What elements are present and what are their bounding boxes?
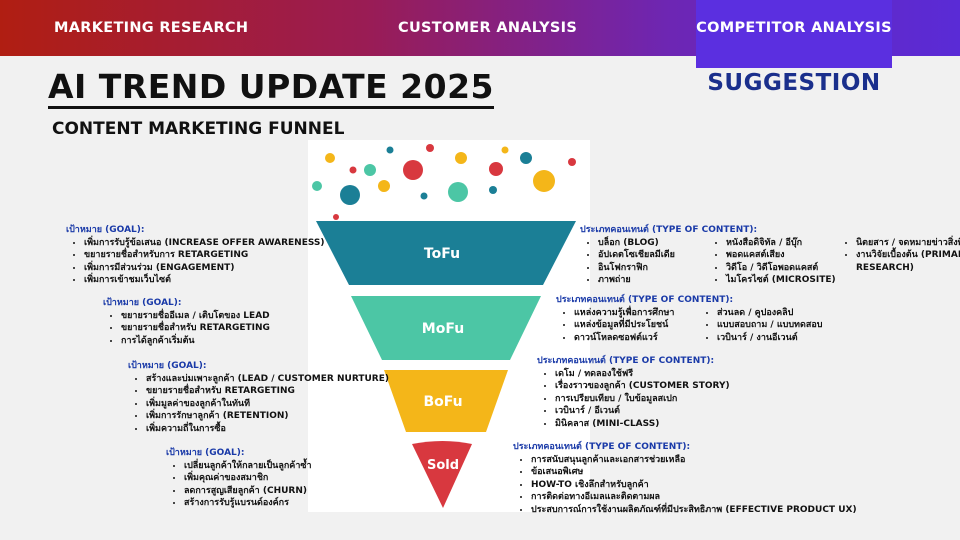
confetti-dot: [340, 185, 360, 205]
confetti-dot: [489, 162, 503, 176]
confetti-dots: [312, 144, 576, 220]
list-item: หนังสือดิจิทัล / อีบุ๊ก: [726, 237, 828, 250]
content-heading: ประเภทคอนเทนต์ (TYPE OF CONTENT):: [580, 225, 758, 235]
nav-competitor-analysis[interactable]: COMPETITOR ANALYSIS: [696, 0, 892, 56]
sold-stage: [412, 441, 472, 508]
list-item: แบบสอบถาม / แบบทดสอบ: [717, 319, 822, 332]
content-heading: ประเภทคอนเทนต์ (TYPE OF CONTENT):: [537, 356, 715, 366]
list-item: เพิ่มการรักษาลูกค้า (RETENTION): [146, 410, 389, 423]
list-item: เวบินาร์ / งานอีเวนต์: [717, 332, 822, 345]
list-item: บล็อก (BLOG): [598, 237, 698, 250]
sold-label: Sold: [427, 458, 459, 473]
content-heading: ประเภทคอนเทนต์ (TYPE OF CONTENT):: [556, 295, 734, 305]
list-item: เพิ่มคุณค่าของสมาชิก: [184, 472, 312, 485]
page-title: AI TREND UPDATE 2025: [48, 68, 495, 109]
list-item: ส่วนลด / คูปองคลิป: [717, 307, 822, 320]
list-item: เพิ่มการเข้าชมเว็บไซต์: [84, 274, 325, 287]
list-item: วิดีโอ / วิดีโอพอดแคสต์: [726, 262, 828, 275]
goal-heading: เป้าหมาย (GOAL):: [128, 361, 207, 371]
list-item: การเปรียบเทียบ / ใบข้อมูลสเปก: [555, 393, 730, 406]
list-item: ไมโครไซต์ (MICROSITE): [726, 274, 836, 287]
list-item: เพิ่มมูลค่าของลูกค้าในทันที: [146, 398, 389, 411]
list-item: งานวิจัยเบื้องต้น (PRIMARY: [856, 249, 960, 262]
list-item: การติดต่อทางอีเมลและติดตามผล: [531, 491, 857, 504]
list-item: ข้อเสนอพิเศษ: [531, 466, 857, 479]
goal-heading: เป้าหมาย (GOAL):: [103, 298, 182, 308]
list-item: เวบินาร์ / อีเวนต์: [555, 405, 730, 418]
confetti-dot: [403, 160, 423, 180]
list-item: สร้างการรับรู้แบรนด์องค์กร: [184, 497, 312, 510]
list-item: ลดการสูญเสียลูกค้า (CHURN): [184, 485, 312, 498]
content-block-mofu: ประเภทคอนเทนต์ (TYPE OF CONTENT): แหล่งค…: [556, 294, 822, 344]
list-item: การได้ลูกค้าเริ่มต้น: [121, 335, 270, 348]
tofu-stage: [316, 221, 576, 285]
confetti-dot: [501, 146, 509, 154]
confetti-dot: [520, 152, 532, 164]
confetti-dot: [325, 153, 335, 163]
mofu-label: MoFu: [422, 321, 464, 337]
goal-block-mofu: เป้าหมาย (GOAL): ขยายรายชื่ออีเมล / เติบ…: [103, 297, 270, 347]
list-item: ภาพถ่าย: [598, 274, 698, 287]
list-item: RESEARCH): [856, 262, 914, 273]
list-item: อัปเดตโซเชียลมีเดีย: [598, 249, 698, 262]
confetti-dot: [455, 152, 467, 164]
goal-block-tofu: เป้าหมาย (GOAL): เพิ่มการรับรู้ข้อเสนอ (…: [66, 224, 325, 287]
mofu-stage: [351, 296, 541, 360]
list-item: การสนับสนุนลูกค้าและเอกสารช่วยเหลือ: [531, 454, 857, 467]
list-item: เพิ่มการรับรู้ข้อเสนอ (INCREASE OFFER AW…: [84, 237, 325, 250]
list-item: เดโม / ทดลองใช้ฟรี: [555, 368, 730, 381]
list-item: ขยายรายชื่อสำหรับ RETARGETING: [146, 385, 389, 398]
list-item: แหล่งความรู้เพื่อการศึกษา: [574, 307, 689, 320]
confetti-dot: [349, 166, 357, 174]
goal-block-bofu: เป้าหมาย (GOAL): สร้างและบ่มเพาะลูกค้า (…: [128, 360, 389, 436]
confetti-dot: [568, 158, 576, 166]
list-item: อินโฟกราฟิก: [598, 262, 698, 275]
content-block-tofu: ประเภทคอนเทนต์ (TYPE OF CONTENT): บล็อก …: [580, 224, 960, 287]
list-item: มินิคลาส (MINI-CLASS): [555, 418, 730, 431]
goal-heading: เป้าหมาย (GOAL):: [66, 225, 145, 235]
confetti-dot: [333, 214, 339, 220]
list-item: ประสบการณ์การใช้งานผลิตภัณฑ์ที่มีประสิทธ…: [531, 504, 857, 517]
goal-block-sold: เป้าหมาย (GOAL): เปลี่ยนลูกค้าให้กลายเป็…: [166, 447, 312, 510]
content-block-bofu: ประเภทคอนเทนต์ (TYPE OF CONTENT): เดโม /…: [537, 355, 730, 431]
confetti-dot: [386, 146, 394, 154]
confetti-dot: [420, 192, 428, 200]
suggestion-label[interactable]: SUGGESTION: [707, 70, 881, 96]
confetti-dot: [378, 180, 390, 192]
list-item: แหล่งข้อมูลที่มีประโยชน์: [574, 319, 689, 332]
list-item: ขยายรายชื่ออีเมล / เติบโตของ LEAD: [121, 310, 270, 323]
content-block-sold: ประเภทคอนเทนต์ (TYPE OF CONTENT): การสนั…: [513, 441, 857, 517]
list-item: ขยายรายชื่อสำหรับ RETARGETING: [121, 322, 270, 335]
nav-marketing-research[interactable]: MARKETING RESEARCH: [54, 20, 249, 36]
confetti-dot: [533, 170, 555, 192]
list-item: พอดแคสต์เสียง: [726, 249, 828, 262]
tofu-label: ToFu: [424, 246, 460, 262]
page-subtitle: CONTENT MARKETING FUNNEL: [52, 119, 345, 139]
nav-customer-analysis[interactable]: CUSTOMER ANALYSIS: [398, 20, 578, 36]
list-item: HOW-TO เชิงลึกสำหรับลูกค้า: [531, 479, 857, 492]
list-item: ดาวน์โหลดซอฟต์แวร์: [574, 332, 689, 345]
list-item: นิตยสาร / จดหมายข่าวสิ่งพิมพ์: [856, 237, 960, 250]
list-item: ขยายรายชื่อสำหรับการ RETARGETING: [84, 249, 325, 262]
confetti-dot: [448, 182, 468, 202]
confetti-dot: [489, 186, 497, 194]
list-item: เพิ่มการมีส่วนร่วม (ENGAGEMENT): [84, 262, 325, 275]
list-item: เพิ่มความถี่ในการซื้อ: [146, 423, 389, 436]
list-item: เรื่องราวของลูกค้า (CUSTOMER STORY): [555, 380, 730, 393]
confetti-dot: [426, 144, 434, 152]
confetti-dot: [312, 181, 322, 191]
bofu-stage: [384, 370, 508, 432]
list-item: สร้างและบ่มเพาะลูกค้า (LEAD / CUSTOMER N…: [146, 373, 389, 386]
list-item: เปลี่ยนลูกค้าให้กลายเป็นลูกค้าซ้ำ: [184, 460, 312, 473]
content-heading: ประเภทคอนเทนต์ (TYPE OF CONTENT):: [513, 442, 691, 452]
active-tab-indicator: [696, 56, 892, 68]
confetti-dot: [364, 164, 376, 176]
goal-heading: เป้าหมาย (GOAL):: [166, 448, 245, 458]
bofu-label: BoFu: [423, 394, 462, 410]
